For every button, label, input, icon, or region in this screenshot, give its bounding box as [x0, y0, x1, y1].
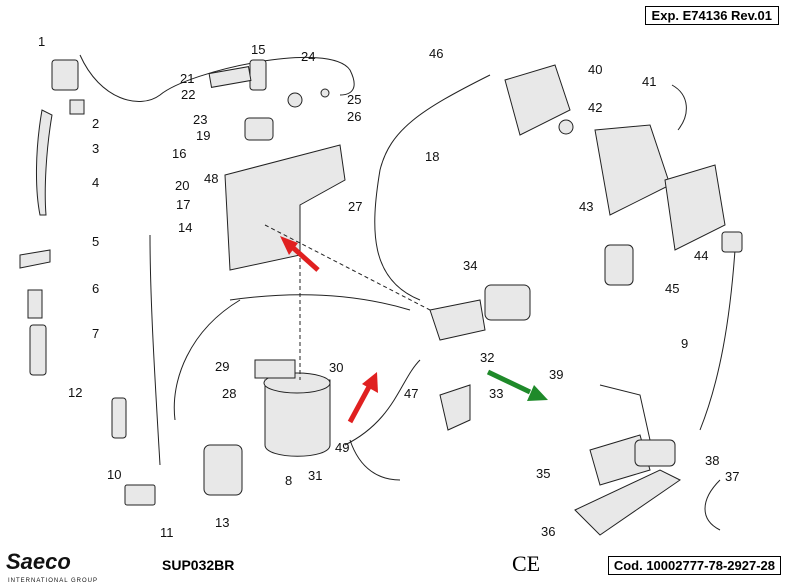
part-33-fitting: [439, 384, 471, 431]
part-38-flowmeter: [634, 439, 676, 467]
part-39-cable: [599, 384, 651, 441]
brand-subtitle: INTERNATIONAL GROUP: [8, 578, 99, 584]
part-29-bracket: [254, 359, 296, 379]
part-label-10: 10: [107, 467, 121, 482]
part-label-2: 2: [92, 116, 99, 131]
part-6-tube: [27, 289, 43, 319]
part-label-16: 16: [172, 146, 186, 161]
part-label-39: 39: [549, 367, 563, 382]
part-label-37: 37: [725, 469, 739, 484]
part-label-31: 31: [308, 468, 322, 483]
part-label-15: 15: [251, 42, 265, 57]
part-label-38: 38: [705, 453, 719, 468]
part-40-plate-bottom: [664, 164, 726, 251]
part-21-plate: [208, 66, 252, 88]
part-label-43: 43: [579, 199, 593, 214]
red-arrow-1: [280, 236, 320, 272]
part-label-30: 30: [329, 360, 343, 375]
part-24-valve: [249, 59, 267, 91]
part-label-35: 35: [536, 466, 550, 481]
hose-9: [699, 249, 736, 431]
part-label-7: 7: [92, 326, 99, 341]
part-label-48: 48: [204, 171, 218, 186]
part-label-45: 45: [665, 281, 679, 296]
part-2-clip: [69, 99, 85, 115]
part-label-1: 1: [38, 34, 45, 49]
part-23-block: [244, 117, 274, 141]
part-40-plate-top: [504, 64, 571, 136]
part-label-25: 25: [347, 92, 361, 107]
part-label-5: 5: [92, 234, 99, 249]
green-arrow: [486, 369, 548, 401]
part-label-3: 3: [92, 141, 99, 156]
hose-upper-right: [374, 74, 491, 301]
hose-left-vertical: [149, 234, 161, 466]
part-44-elbow: [721, 231, 743, 253]
part-label-32: 32: [480, 350, 494, 365]
part-42-ring: [558, 119, 574, 135]
part-code: Cod. 10002777-78-2927-28: [607, 556, 781, 575]
part-label-12: 12: [68, 385, 82, 400]
model-number: SUP032BR: [162, 557, 235, 573]
part-41-wire: [671, 84, 687, 131]
part-label-6: 6: [92, 281, 99, 296]
guide-line: [264, 224, 431, 311]
part-label-8: 8: [285, 473, 292, 488]
ce-mark: CE: [512, 551, 541, 576]
part-13-housing: [203, 444, 243, 496]
part-32-pump-head: [429, 299, 486, 341]
part-label-13: 13: [215, 515, 229, 530]
part-26-ring: [287, 92, 303, 108]
part-36-tray: [574, 469, 681, 536]
document-reference: Exp. E74136 Rev.01: [644, 6, 779, 25]
hose-mid: [229, 294, 411, 311]
part-label-36: 36: [541, 524, 555, 539]
part-4-spring-tube: [35, 109, 53, 216]
part-label-14: 14: [178, 220, 192, 235]
part-25-ring: [320, 88, 330, 98]
part-10-valve: [124, 484, 156, 506]
part-label-24: 24: [301, 49, 315, 64]
part-label-17: 17: [176, 197, 190, 212]
part-12-connector: [111, 397, 127, 439]
part-label-28: 28: [222, 386, 236, 401]
part-label-18: 18: [425, 149, 439, 164]
part-label-42: 42: [588, 100, 602, 115]
hose-18-lower: [349, 439, 401, 481]
part-label-34: 34: [463, 258, 477, 273]
part-label-33: 33: [489, 386, 503, 401]
part-label-26: 26: [347, 109, 361, 124]
part-label-4: 4: [92, 175, 99, 190]
part-label-9: 9: [681, 336, 688, 351]
part-34-pump: [484, 284, 531, 321]
part-label-41: 41: [642, 74, 656, 89]
part-30-boiler: [264, 379, 331, 457]
part-label-46: 46: [429, 46, 443, 61]
brand-logo: Saeco: [6, 549, 71, 574]
red-arrow-2: [347, 372, 378, 424]
part-label-40: 40: [588, 62, 602, 77]
part-7-sleeve: [29, 324, 47, 376]
hose-37: [704, 479, 721, 531]
part-5-nozzle: [19, 249, 51, 269]
hose-top: [79, 54, 355, 102]
part-27-bracket: [224, 144, 346, 271]
part-label-47: 47: [404, 386, 418, 401]
part-label-21: 21: [180, 71, 194, 86]
part-label-44: 44: [694, 248, 708, 263]
part-label-23: 23: [193, 112, 207, 127]
part-label-22: 22: [181, 87, 195, 102]
part-label-11: 11: [160, 525, 174, 540]
part-43-pump-body: [594, 124, 671, 216]
part-label-27: 27: [348, 199, 362, 214]
part-45-capacitor: [604, 244, 634, 286]
hose-small-18: [344, 359, 421, 446]
part-label-20: 20: [175, 178, 189, 193]
part-label-19: 19: [196, 128, 210, 143]
part-label-29: 29: [215, 359, 229, 374]
part-1-body: [51, 59, 79, 91]
part-label-49: 49: [335, 440, 349, 455]
hose-bottom: [173, 299, 241, 421]
